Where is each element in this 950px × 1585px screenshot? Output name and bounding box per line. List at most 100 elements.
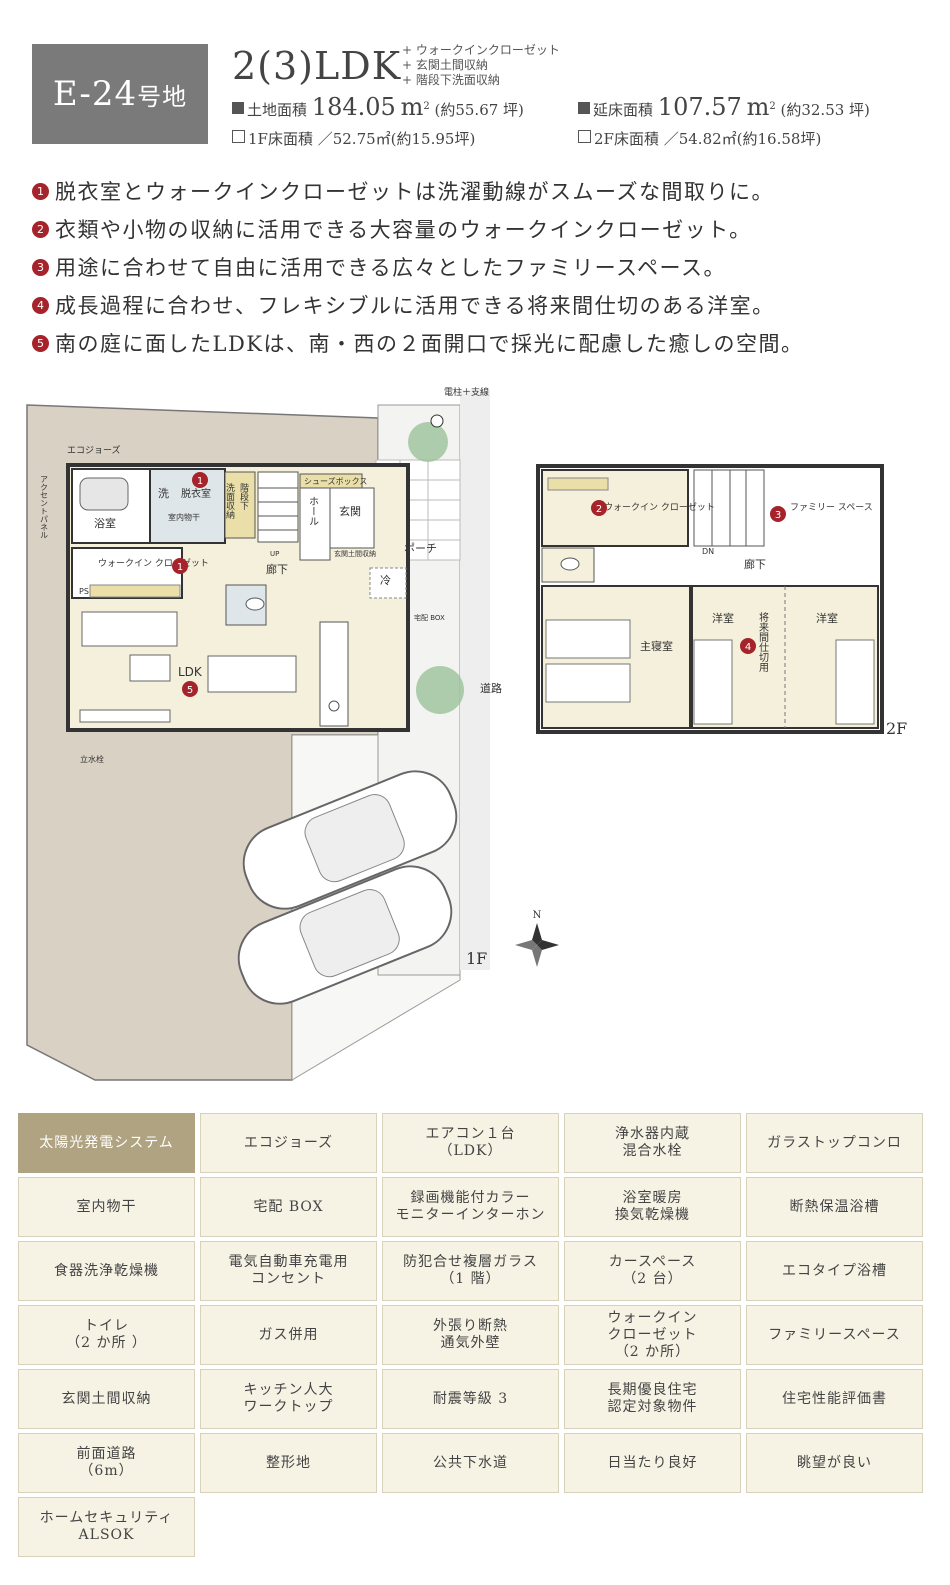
road-label: 道路 <box>480 681 502 695</box>
car-icon <box>237 865 453 1005</box>
number-marker-text: 1 <box>197 476 203 487</box>
shoebox-label: シューズボックス <box>304 476 367 486</box>
wic-2f-label: ウォークイン クローゼット <box>604 501 715 513</box>
site-plan-1f: エコジョーズ アクセントパネル 浴室 洗 脱衣室 室内物干 洗面収納 階段下 シ… <box>26 386 502 1081</box>
western-room-left-label: 洋室 <box>712 611 734 625</box>
floor-1f-label: 1F <box>466 949 487 968</box>
compass-icon: N <box>515 910 559 967</box>
table-icon <box>129 654 171 682</box>
stairs-2f <box>693 469 765 547</box>
entrance <box>329 487 375 549</box>
lot-suffix: 号地 <box>137 82 188 111</box>
square-bullet-icon <box>578 102 590 114</box>
number-badge: 4 <box>32 296 49 314</box>
porch-label: ポーチ <box>404 542 437 555</box>
number-marker <box>740 638 756 654</box>
square-outline-icon <box>232 130 245 143</box>
land-area-tsubo: (約55.67 坪) <box>434 101 524 119</box>
wic-label: ウォークイン クローゼット <box>98 557 209 569</box>
number-marker <box>591 500 607 516</box>
wash-storage <box>224 471 256 539</box>
family-space-label: ファミリー スペース <box>790 503 873 513</box>
first-floor-area: 1F床面積 ／52.75㎡(約15.95坪) <box>232 128 475 149</box>
toilet-icon <box>560 557 580 571</box>
floor-plan-drawing: エコジョーズ アクセントパネル 浴室 洗 脱衣室 室内物干 洗面収納 階段下 シ… <box>26 386 907 1081</box>
dining-table-icon <box>207 655 297 693</box>
under-stairs-label: 階段下 <box>238 483 249 511</box>
number-marker-text: 3 <box>775 510 781 521</box>
first-floor-area-text: 1F床面積 ／52.75㎡(約15.95坪) <box>248 130 476 148</box>
number-marker <box>182 681 198 697</box>
square-bullet-icon <box>232 102 244 114</box>
equipment-cell: 玄関土間収納 <box>18 1369 195 1429</box>
extra-item: + 玄関土間収納 <box>402 58 488 72</box>
equipment-cell: 前面道路 （6m） <box>18 1433 195 1493</box>
toilet-icon <box>245 597 265 611</box>
layout-type: 2(3)LDK <box>232 44 402 88</box>
master-bedroom-label: 主寝室 <box>640 639 673 653</box>
floor-area: 延床面積 107.57 m2 (約32.53 坪) <box>578 93 870 121</box>
kitchen-counter <box>319 621 349 727</box>
dressing-label: 脱衣室 <box>181 487 211 500</box>
feature-text: 成長過程に合わせ、フレキシブルに活用できる将来間仕切のある洋室。 <box>55 294 775 318</box>
number-marker <box>192 472 208 488</box>
wic-shelf <box>547 477 609 491</box>
bath-label: 浴室 <box>94 516 116 530</box>
eco-label: エコジョーズ <box>67 444 121 456</box>
stairs-1f <box>257 471 299 543</box>
equipment-cell: エコタイプ浴槽 <box>746 1241 923 1301</box>
floor-area-value: 107.57 <box>657 93 742 121</box>
equipment-cell: 日当たり良好 <box>564 1433 741 1493</box>
pole-label: 電柱＋支線 <box>444 386 489 398</box>
number-marker-text: 4 <box>745 642 751 653</box>
compass-north-label: N <box>533 910 542 921</box>
extra-item: + 階段下洗面収納 <box>402 73 500 87</box>
bed-icon <box>545 663 631 703</box>
road <box>460 390 490 970</box>
up-label: UP <box>270 550 279 558</box>
square-outline-icon <box>578 130 591 143</box>
entrance-label: 玄関 <box>339 504 361 518</box>
number-marker-text: 5 <box>187 685 193 696</box>
bed-icon <box>545 619 631 659</box>
equipment-cell: トイレ （2 か所 ） <box>18 1305 195 1365</box>
entrance-storage-label: 玄関土間収納 <box>334 549 376 558</box>
delivery-box-label: 宅配 BOX <box>414 613 445 622</box>
number-badge: 3 <box>32 258 49 276</box>
second-floor-area-text: 2F床面積 ／54.82㎡(約16.58坪) <box>594 130 822 148</box>
feature-text: 用途に合わせて自由に活用できる広々としたファミリースペース。 <box>55 256 727 280</box>
equipment-cell: 浴室暖房 換気乾燥機 <box>564 1177 741 1237</box>
land-area-unit: m <box>400 93 424 121</box>
equipment-cell: エコジョーズ <box>200 1113 377 1173</box>
equipment-cell: 住宅性能評価書 <box>746 1369 923 1429</box>
bed-icon <box>693 639 733 725</box>
corridor-2f-label: 廊下 <box>744 557 766 571</box>
equipment-cell: ホームセキュリティ ALSOK <box>18 1497 195 1557</box>
feature-text: 脱衣室とウォークインクローゼットは洗濯動線がスムーズな間取りに。 <box>55 180 774 204</box>
floor-plan-2f: ウォークイン クローゼット ファミリー スペース DN 廊下 主寝室 洋室 洋室… <box>536 464 907 738</box>
equipment-cell: 電気自動車充電用 コンセント <box>200 1241 377 1301</box>
equipment-cell: 整形地 <box>200 1433 377 1493</box>
faucet-label: 立水栓 <box>80 754 104 764</box>
equipment-cell: 公共下水道 <box>382 1433 559 1493</box>
number-marker <box>770 506 786 522</box>
equipment-cell: 食器洗浄乾燥機 <box>18 1241 195 1301</box>
second-floor-area: 2F床面積 ／54.82㎡(約16.58坪) <box>578 128 821 149</box>
equipment-cell: カースペース （2 台） <box>564 1241 741 1301</box>
land-area-sup: 2 <box>423 101 430 112</box>
equipment-cell: 太陽光発電システム <box>18 1113 195 1173</box>
hall-label: ホール <box>307 496 319 526</box>
utility-pole-icon <box>430 414 444 428</box>
equipment-cell: エアコン１台 （LDK） <box>382 1113 559 1173</box>
equipment-cell: 宅配 BOX <box>200 1177 377 1237</box>
number-badge: 5 <box>32 334 49 352</box>
down-label: DN <box>702 547 714 556</box>
equipment-cell: 室内物干 <box>18 1177 195 1237</box>
equipment-cell: ガラストップコンロ <box>746 1113 923 1173</box>
equipment-cell: ウォークイン クローゼット （2 か所） <box>564 1305 741 1365</box>
floor-area-unit: m <box>746 93 770 121</box>
extras-list: + ウォークインクローゼット + 玄関土間収納 + 階段下洗面収納 <box>402 43 560 88</box>
indoor-dry-label: 室内物干 <box>168 512 200 522</box>
